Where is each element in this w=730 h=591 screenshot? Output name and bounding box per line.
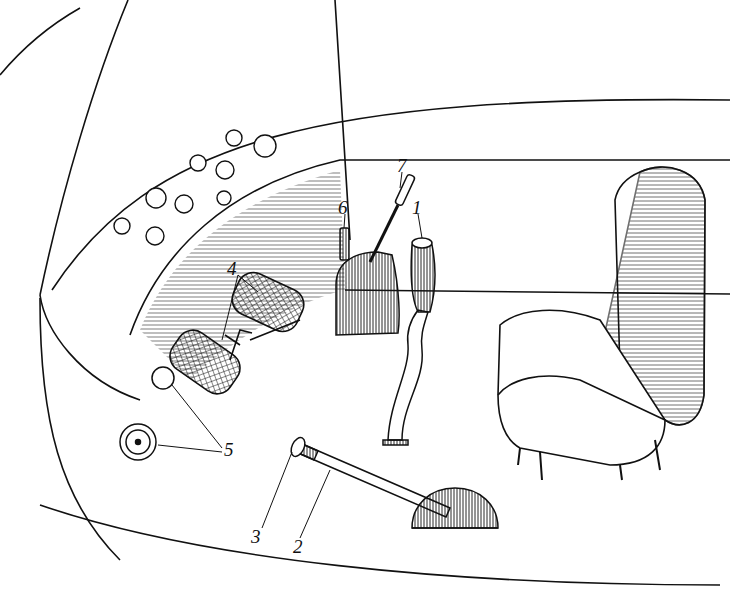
callout-number: 3 (251, 527, 261, 546)
callout-number: 4 (227, 259, 237, 278)
callout-number: 6 (338, 198, 348, 217)
callout-number: 2 (293, 537, 303, 556)
callout-number: 7 (397, 156, 407, 175)
callout-number: 1 (412, 198, 422, 217)
callout-number: 5 (224, 440, 234, 459)
